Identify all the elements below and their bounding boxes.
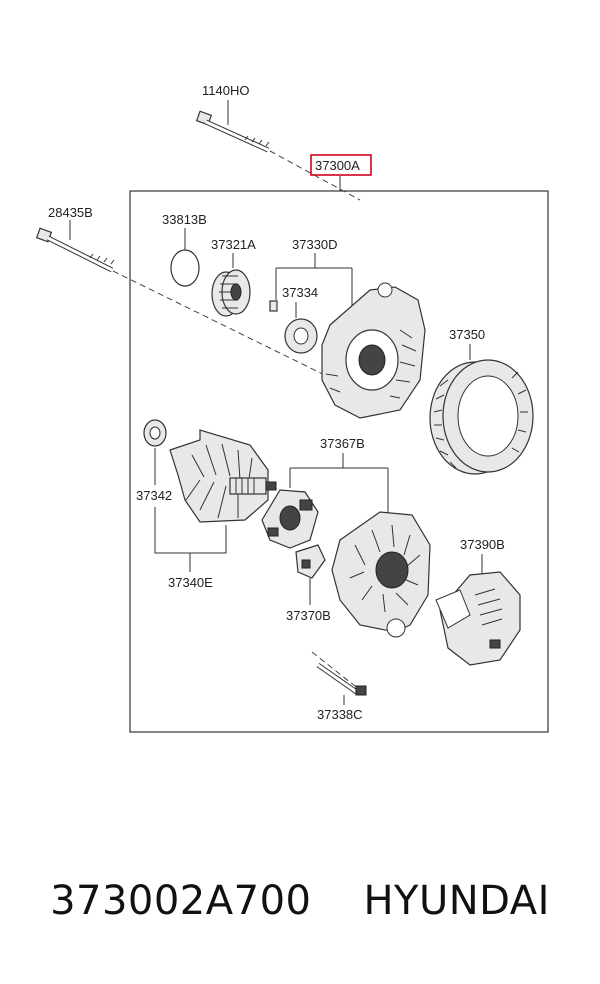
bolt-top	[195, 100, 361, 201]
rotor	[169, 429, 277, 523]
rear-cover	[435, 571, 521, 666]
through-bolt	[311, 651, 367, 696]
brush-holder	[261, 489, 319, 549]
oring	[170, 249, 200, 287]
caption: 373002A700 HYUNDAI	[0, 878, 600, 948]
label-37321a: 37321A	[211, 237, 256, 252]
label-37334: 37334	[282, 285, 318, 300]
front-housing	[321, 282, 426, 419]
label-33813b: 33813B	[162, 212, 207, 227]
label-28435b: 28435B	[48, 205, 93, 220]
label-37370b: 37370B	[286, 608, 331, 623]
label-37342: 37342	[136, 488, 172, 503]
assembly-frame	[129, 190, 549, 733]
part-number: 373002A700	[50, 878, 312, 924]
rear-housing	[331, 511, 431, 638]
label-37330d: 37330D	[292, 237, 338, 252]
label-37338c: 37338C	[317, 707, 363, 722]
pulley	[211, 269, 251, 317]
brand-name: HYUNDAI	[363, 878, 550, 924]
label-37390b: 37390B	[460, 537, 505, 552]
bearing-rotor	[143, 419, 167, 447]
label-1140ho: 1140HO	[202, 83, 249, 98]
regulator	[295, 544, 326, 579]
small-screw	[269, 300, 278, 312]
assembly-highlight-box	[310, 154, 372, 176]
bolt-left	[35, 220, 346, 386]
label-37367b: 37367B	[320, 436, 365, 451]
stator	[429, 359, 534, 475]
label-37300a: 37300A	[315, 158, 360, 173]
label-37350: 37350	[449, 327, 485, 342]
label-37340e: 37340E	[168, 575, 213, 590]
bearing-small	[284, 318, 318, 354]
